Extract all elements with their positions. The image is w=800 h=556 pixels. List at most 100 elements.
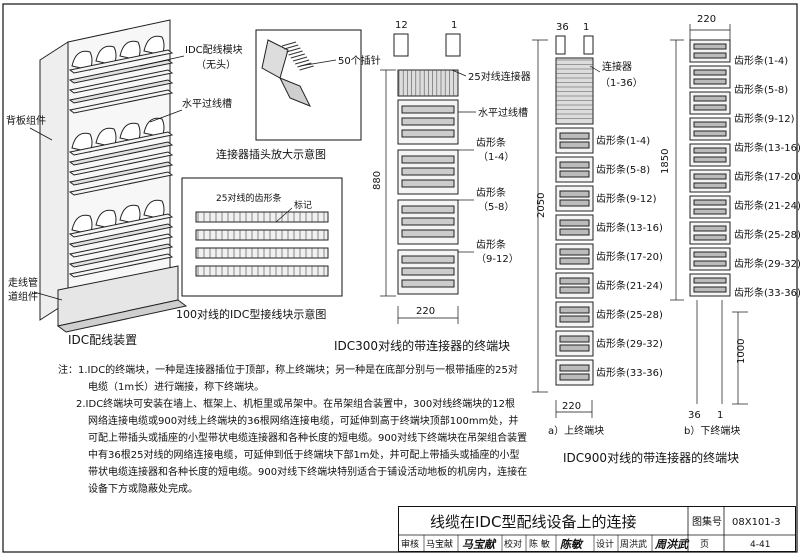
- label-num12: 12: [395, 20, 408, 31]
- teeth-strip: [195, 211, 329, 223]
- tooth-strip: [401, 255, 455, 264]
- tooth-strip: [401, 105, 455, 114]
- terminal-section: [689, 91, 731, 115]
- title-block: 线缆在IDC型配线设备上的连接 图集号 08X101-3 审核 马宝献 马宝献 …: [398, 506, 796, 552]
- tooth-strip: [401, 229, 455, 238]
- label-tooth-range-3: （9-12）: [476, 253, 519, 265]
- idc-module-row: [68, 79, 174, 104]
- checker-name: 陈 敏: [529, 538, 550, 550]
- note-2f: 设备下方或隐蔽处完成。: [88, 484, 198, 495]
- tooth-strip: [559, 248, 590, 256]
- terminal-section: [689, 247, 731, 271]
- terminal-section: [689, 65, 731, 89]
- connector-zoom-illustration: [255, 29, 362, 141]
- tooth-strip: [401, 129, 455, 138]
- label-tooth-range-2: （5-8）: [478, 201, 514, 213]
- idc-device-illustration: [39, 19, 188, 333]
- tooth-strip: [559, 373, 590, 381]
- designer-signature: 周洪武: [654, 538, 690, 551]
- atlas-number: 08X101-3: [732, 517, 781, 528]
- label-cable-tube-2: 道组件: [8, 290, 38, 303]
- tooth-strip: [693, 199, 727, 206]
- tooth-strip: [559, 364, 590, 372]
- tooth-strip: [559, 141, 590, 149]
- tooth-strip: [693, 182, 727, 189]
- idc-module-row: [68, 223, 174, 248]
- tooth-label-right: 齿形条(13-16): [734, 141, 800, 154]
- tooth-strip: [559, 170, 590, 178]
- label-teeth25: 25对线的齿形条: [216, 192, 281, 204]
- tooth-strip: [559, 132, 590, 140]
- connector-plug: [583, 35, 594, 55]
- terminal-section: [689, 39, 731, 63]
- tooth-strip: [559, 190, 590, 198]
- tooth-strip: [693, 234, 727, 241]
- label-tooth-1: 齿形条: [476, 136, 506, 149]
- tooth-strip: [401, 167, 455, 176]
- tooth-label-right: 齿形条(5-8): [734, 83, 788, 96]
- label-num1b: 1: [583, 22, 589, 33]
- idc-module-row: [68, 253, 174, 278]
- connector-pin: [290, 53, 305, 59]
- label-tooth-2: 齿形条: [476, 186, 506, 199]
- idc900-lower-block: [670, 24, 748, 405]
- connector-plug: [393, 33, 409, 57]
- tooth-strip: [693, 147, 727, 154]
- idc-module-row: [68, 233, 174, 258]
- review-label: 审核: [401, 538, 419, 550]
- note-2b: 网络连接电缆或900对线上终端块的36根网络连接电缆，可延伸到高于终端块顶部10…: [88, 416, 519, 427]
- tooth-label-right: 齿形条(29-32): [734, 257, 800, 270]
- note-2a: 2.IDC终端块可安装在墙上、框架上、机柜里或吊架中。在吊架组合装置中，300对…: [76, 399, 515, 410]
- tooth-label-mid: 齿形条(5-8): [596, 163, 650, 176]
- label-dim220c: 220: [697, 14, 716, 25]
- connector-plug: [445, 33, 461, 57]
- tooth-strip: [693, 260, 727, 267]
- teeth-strip: [195, 265, 329, 277]
- label-block100: 100对线的IDC型接线块示意图: [176, 307, 326, 321]
- label-upper-block: a）上终端块: [548, 424, 604, 437]
- tooth-strip: [693, 130, 727, 137]
- label-tooth-3: 齿形条: [476, 238, 506, 251]
- idc-device-labels: IDC配线模块 （无头） 背板组件 水平过线槽 走线管 道组件 IDC配线装置: [6, 43, 243, 347]
- terminal-section: [555, 243, 594, 270]
- label-horiz-trough: 水平过线槽: [478, 106, 528, 119]
- reviewer-signature: 马宝献: [462, 538, 497, 551]
- atlas-label: 图集号: [692, 515, 722, 528]
- tooth-strip: [693, 95, 727, 102]
- idc-module-row: [68, 243, 174, 268]
- title-text: 线缆在IDC型配线设备上的连接: [430, 513, 636, 531]
- connector-pin: [284, 44, 299, 50]
- tooth-label-right: 齿形条(33-36): [734, 286, 800, 299]
- terminal-section: [555, 127, 594, 154]
- label-dim220b: 220: [562, 401, 581, 412]
- idc-module-row: [68, 69, 174, 94]
- tooth-strip: [693, 121, 727, 128]
- tooth-label-mid: 齿形条(21-24): [596, 279, 663, 292]
- page-label: 页: [700, 539, 709, 550]
- label-tooth-range-1: （1-4）: [478, 151, 514, 163]
- terminal-section: [555, 301, 594, 328]
- label-dim2050: 2050: [536, 193, 547, 218]
- label-num1c: 1: [717, 410, 723, 421]
- tooth-strip: [559, 286, 590, 294]
- tooth-label-right: 齿形条(21-24): [734, 199, 800, 212]
- tooth-label-mid: 齿形条(13-16): [596, 221, 663, 234]
- label-connector-zoom: 连接器插头放大示意图: [216, 147, 326, 161]
- tooth-strip: [693, 173, 727, 180]
- tooth-strip: [401, 179, 455, 188]
- terminal-section: [555, 359, 594, 386]
- terminal-section: [689, 221, 731, 245]
- connector-pin: [292, 56, 308, 62]
- label-connector-range: （1-36）: [600, 77, 643, 89]
- tooth-label-mid: 齿形条(29-32): [596, 337, 663, 350]
- connector-bank: [397, 69, 459, 97]
- terminal-section: [555, 330, 594, 357]
- tooth-label-mid: 齿形条(9-12): [596, 192, 657, 205]
- label-backplate: 背板组件: [6, 114, 46, 127]
- terminal-section: [555, 214, 594, 241]
- label-idc300: IDC300对线的带连接器的终端块: [334, 338, 510, 353]
- label-cable-tube: 走线管: [8, 276, 38, 289]
- note-2e: 带状电缆连接器和各种长度的短电缆。900对线下终端块特别适合于铺设活动地板的机房…: [88, 467, 528, 478]
- page-number: 4-41: [750, 540, 770, 550]
- note-2c: 可配上带插头或插座的小型带状电缆连接器和各种长度的短电缆。900对线下终端块在吊…: [88, 433, 528, 444]
